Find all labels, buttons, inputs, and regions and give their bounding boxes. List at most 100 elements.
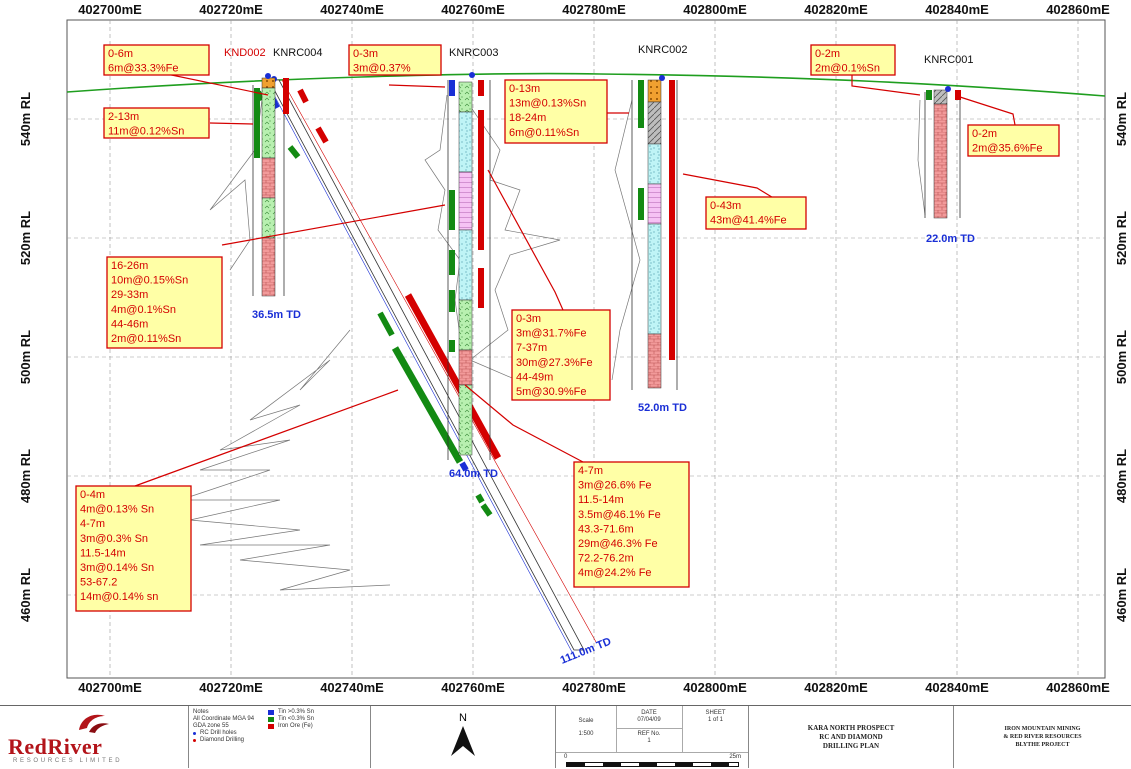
annotation-knrc003-sn: 16-26m10m@0.15%Sn29-33m4m@0.1%Sn44-46m2m… — [106, 256, 223, 349]
notes-line-2: GDA zone 55 — [193, 723, 229, 729]
north-label: N — [459, 712, 467, 724]
td-label-knrc001: 22.0m TD — [926, 233, 975, 245]
annotation-box — [705, 196, 807, 230]
annotation-line: 44-49m — [516, 371, 553, 383]
annotation-box — [967, 124, 1060, 157]
annotation-line: 3m@26.6% Fe — [578, 480, 652, 492]
annotation-box — [573, 461, 690, 588]
annotation-line: 44-46m — [111, 318, 148, 330]
company-name: RedRiver — [8, 734, 103, 759]
rl-label-left: 500m RL — [18, 330, 33, 384]
project-line-1: KARA NORTH PROSPECT — [807, 723, 895, 732]
annotation-leaders — [134, 71, 1016, 487]
legend-tin-high: Tin >0.3% Sn — [278, 709, 314, 715]
company-logo-cell: RedRiver RESOURCES LIMITED — [0, 706, 188, 768]
annotation-line: 11.5-14m — [578, 494, 624, 506]
td-label-knrc003: 64.0m TD — [449, 468, 498, 480]
td-label-knd002: 111.0m TD — [559, 635, 613, 666]
annotation-line: 43.3-71.6m — [578, 523, 634, 535]
rl-label-left: 480m RL — [18, 449, 33, 503]
easting-label-bottom: 402780mE — [562, 680, 626, 695]
annotation-line: 18-24m — [509, 112, 546, 124]
sheet-value: 1 of 1 — [707, 717, 723, 723]
axis-labels: 402700mE402700mE402720mE402720mE402740mE… — [18, 2, 1129, 695]
annotation-box — [504, 79, 608, 144]
annotation-box — [75, 485, 192, 612]
client-line-3: BLYTHE PROJECT — [1015, 742, 1070, 748]
annotation-line: 3m@0.3% Sn — [80, 533, 148, 545]
redriver-logo-icon — [79, 714, 109, 733]
easting-label-bottom: 402800mE — [683, 680, 747, 695]
easting-label-bottom: 402860mE — [1046, 680, 1110, 695]
annotation-line: 0-2m — [815, 48, 840, 60]
annotation-line: 29-33m — [111, 289, 148, 301]
easting-label-top: 402860mE — [1046, 2, 1110, 17]
easting-label-bottom: 402740mE — [320, 680, 384, 695]
hole-knrc002 — [631, 75, 678, 390]
annotation-line: 14m@0.14% sn — [80, 591, 158, 603]
annotation-line: 6m@33.3%Fe — [108, 63, 178, 75]
scalebar-start: 0 — [564, 754, 568, 760]
notes-legend-cell: Notes All Coordinate MGA 94 GDA zone 55 … — [188, 706, 370, 768]
hole-label-knd002: KND002 — [224, 47, 266, 59]
annotation-line: 0-4m — [80, 489, 105, 501]
legend-rc-holes: RC Drill holes — [200, 730, 237, 736]
client-line-2: & RED RIVER RESOURCES — [1003, 734, 1082, 740]
annotation-line: 43m@41.4%Fe — [710, 215, 787, 227]
easting-label-top: 402780mE — [562, 2, 626, 17]
td-label-knrc002: 52.0m TD — [638, 402, 687, 414]
annotation-line: 30m@27.3%Fe — [516, 357, 593, 369]
hole-label-knrc004: KNRC004 — [273, 47, 323, 59]
annotation-line: 2-13m — [108, 111, 139, 123]
ref-value: 1 — [647, 738, 651, 744]
notes-title: Notes — [193, 709, 209, 715]
annotation-line: 0-6m — [108, 48, 133, 60]
scalebar-end: 25m — [729, 754, 741, 760]
annotation-line: 4m@24.2% Fe — [578, 567, 652, 579]
annotation-line: 7-37m — [516, 342, 547, 354]
annotation-line: 4m@0.13% Sn — [80, 504, 154, 516]
tin-low-swatch-icon — [268, 717, 275, 722]
legend-diamond: Diamond Drilling — [200, 737, 245, 743]
annotation-line: 6m@0.11%Sn — [509, 127, 579, 139]
sheet-label: SHEET — [705, 710, 726, 716]
rl-label-right: 460m RL — [1114, 568, 1129, 622]
annotation-line: 11.5-14m — [80, 547, 126, 559]
annotation-line: 16-26m — [111, 260, 148, 272]
legend-tin-low: Tin <0.3% Sn — [278, 716, 314, 722]
date-label: DATE — [641, 710, 657, 716]
hole-knrc004 — [252, 73, 289, 297]
annotation-line: 3.5m@46.1% Fe — [578, 509, 661, 521]
rc-hole-icon — [193, 732, 196, 735]
easting-label-top: 402800mE — [683, 2, 747, 17]
easting-label-bottom: 402840mE — [925, 680, 989, 695]
annotation-knd002-fe: 0-6m 6m@33.3%Fe — [103, 44, 210, 76]
drill-section-diagram: 402700mE402700mE402720mE402720mE402740mE… — [18, 2, 1129, 695]
annotation-line: 0-43m — [710, 200, 741, 212]
legend-iron: Iron Ore (Fe) — [278, 723, 313, 729]
annotation-line: 0-2m — [972, 128, 997, 140]
hole-label-knrc002: KNRC002 — [638, 44, 688, 56]
annotation-line: 4-7m — [80, 518, 105, 530]
easting-label-bottom: 402720mE — [199, 680, 263, 695]
annotation-line: 3m@0.14% Sn — [80, 562, 154, 574]
annotation-line: 13m@0.13%Sn — [509, 98, 586, 110]
annotation-line: 0-3m — [516, 313, 541, 325]
hole-knrc003 — [447, 72, 491, 460]
client-cell: IRON MOUNTAIN MINING & RED RIVER RESOURC… — [953, 706, 1131, 768]
notes-line-1: All Coordinate MGA 94 — [193, 716, 255, 722]
easting-label-top: 402820mE — [804, 2, 868, 17]
assay-annotations: 0-6m6m@33.3%Fe2-13m11m@0.12%Sn0-3m3m@0.3… — [75, 44, 1060, 612]
annotation-box — [103, 44, 210, 76]
annotation-line: 29m@46.3% Fe — [578, 538, 658, 550]
ground-surface-line — [66, 72, 1106, 97]
hole-label-knrc001: KNRC001 — [924, 54, 974, 66]
annotation-line: 0-3m — [353, 48, 378, 60]
annotation-box — [511, 309, 611, 401]
rl-label-right: 480m RL — [1114, 449, 1129, 503]
annotation-box — [103, 107, 210, 139]
easting-label-top: 402720mE — [199, 2, 263, 17]
